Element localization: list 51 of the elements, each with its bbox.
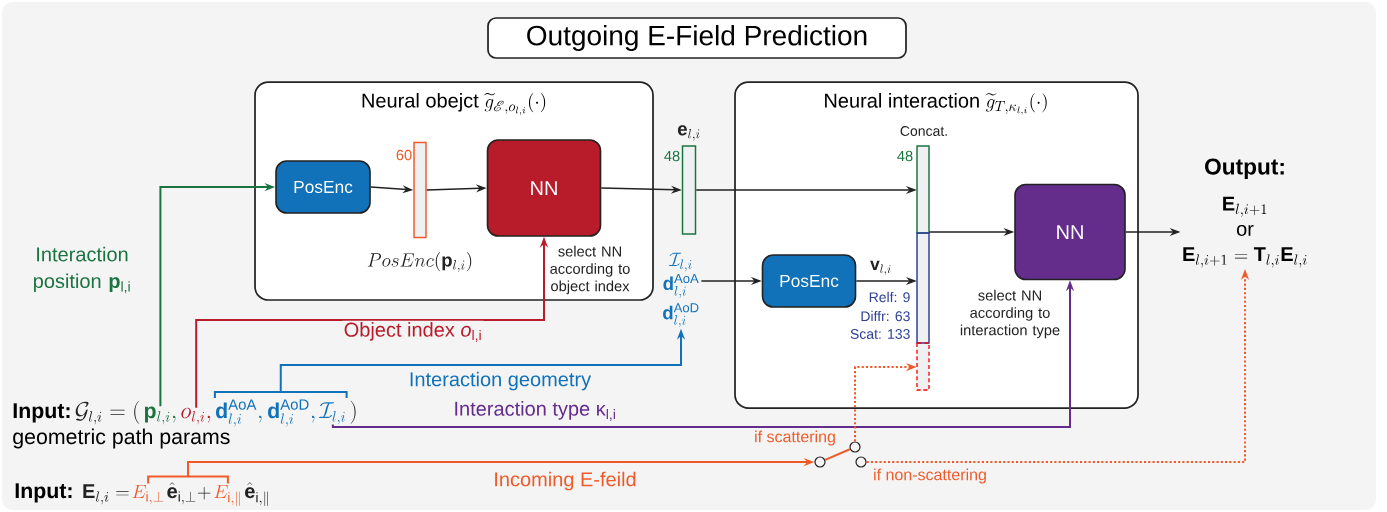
dimension-number: 60 xyxy=(396,149,412,161)
edge-label: Interaction type κ$_{l,i}$ xyxy=(452,399,618,423)
caption-text: geometric path params xyxy=(13,428,230,449)
panel-heading: Neural obejct $\widetilde{g}_{\mathscr{E},o_{l,i}}(\cdot)$ xyxy=(362,92,546,116)
switch-terminal xyxy=(855,456,867,468)
node-label: $\mathbf{d}^{\mathrm{AoA}}_{l,i},\mathbf{d}^{\mathrm{AoD}}_{l,i},$ xyxy=(216,399,315,427)
formula-label: $PosEnc(\mathbf{p}_{l,i})$ xyxy=(367,252,472,272)
concat-bar xyxy=(916,145,930,391)
edge-label: Interaction position p$_{l,i}$ xyxy=(20,245,144,295)
node-label: $E_{\mathrm{i},\perp}$ xyxy=(132,484,164,505)
note-text: select NN according to interaction type xyxy=(960,289,1060,339)
input-formula: $\mathcal{G}_{l,i}=($ $\mathbf{p}_{l,i},$ $o_{l,i},$ $\mathbf{d}^{\mathrm{AoA}}_{l,i},\mathbf{d}^{\mathrm{AoD}}_{l,i},$ $\mathcal{I}_{l,i}$ $)$ xyxy=(75,399,356,427)
edge-label: Object index o$_{l,i}$ xyxy=(342,320,484,344)
formula-label: $\mathbf{e}_{l,i}$ xyxy=(677,125,700,141)
node-label: $\hat{\mathbf{e}}_{\mathrm{i},\perp}+$ xyxy=(167,482,211,505)
process-box: NN xyxy=(1014,183,1126,281)
formula-label: $\mathbf{v}_{l,i}$ xyxy=(870,260,891,276)
process-box: NN xyxy=(486,139,602,237)
node-label: $o_{l,i},$ xyxy=(181,407,211,425)
formula-stack: $\mathcal{I}_{l,i}$ $\mathbf{d}^{\mathrm{AoA}}_{l,i}$ $\mathbf{d}^{\mathrm{AoD}}_{l,i}$ xyxy=(663,252,699,328)
input-label: Input: xyxy=(15,483,72,503)
count-text: Scat: 133 xyxy=(850,329,910,339)
input-label: Input: xyxy=(13,403,70,423)
edge-label: Interaction geometry xyxy=(407,370,593,392)
node-label: $\mathcal{G}_{l,i}=($ xyxy=(75,400,140,425)
switch-lever xyxy=(824,448,851,461)
edge-label: Incoming E-feild xyxy=(492,470,639,492)
edge-label: if scattering xyxy=(752,429,838,447)
switch-terminal xyxy=(849,441,861,453)
node-label: $\hat{\mathbf{e}}_{\mathrm{i},\parallel}$ xyxy=(245,482,268,506)
count-text: Diffr: 63 xyxy=(861,310,910,322)
node-label: $\mathcal{I}_{l,i}$ xyxy=(318,402,345,425)
edge-label: if non-scattering xyxy=(871,467,989,485)
node-label: $\mathbf{p}_{l,i},$ xyxy=(144,406,176,425)
node-label: $\mathbf{E}_{l,i}=$ xyxy=(83,484,129,505)
dimension-number: 48 xyxy=(664,150,680,162)
title-box: Outgoing E-Field Prediction xyxy=(487,17,907,59)
vector-bar xyxy=(681,145,697,235)
switch-terminal xyxy=(814,456,826,468)
count-text: Relf: 9 xyxy=(869,291,910,303)
panel-heading: Neural interaction $\widetilde{g}_{T,\kappa_{l,i}}(\cdot)$ xyxy=(825,93,1047,115)
input-formula: $\mathbf{E}_{l,i}=$ $E_{\mathrm{i},\perp}$ $\hat{\mathbf{e}}_{\mathrm{i},\perp}+$ $E_{\mathrm{i},\parallel}$ $\hat{\mathbf{e}}_{\mathrm{i},\parallel}$ xyxy=(83,482,268,506)
vector-bar xyxy=(413,141,427,239)
process-box: PosEnc xyxy=(275,160,371,214)
output-label: Output: $\mathbf{E}_{l,i+1}$ or $\mathbf{E}_{l,i+1}=\mathbf{T}_{l,i}\mathbf{E}_{l,i}$ xyxy=(1183,158,1307,268)
dimension-number: 48 xyxy=(897,150,913,162)
node-label: $)$ xyxy=(350,400,356,424)
dimension-number: Concat. xyxy=(900,126,947,136)
process-box: PosEnc xyxy=(761,254,857,308)
node-label: $E_{\mathrm{i},\parallel}$ xyxy=(214,484,240,506)
note-text: select NN according to object index xyxy=(550,245,630,295)
